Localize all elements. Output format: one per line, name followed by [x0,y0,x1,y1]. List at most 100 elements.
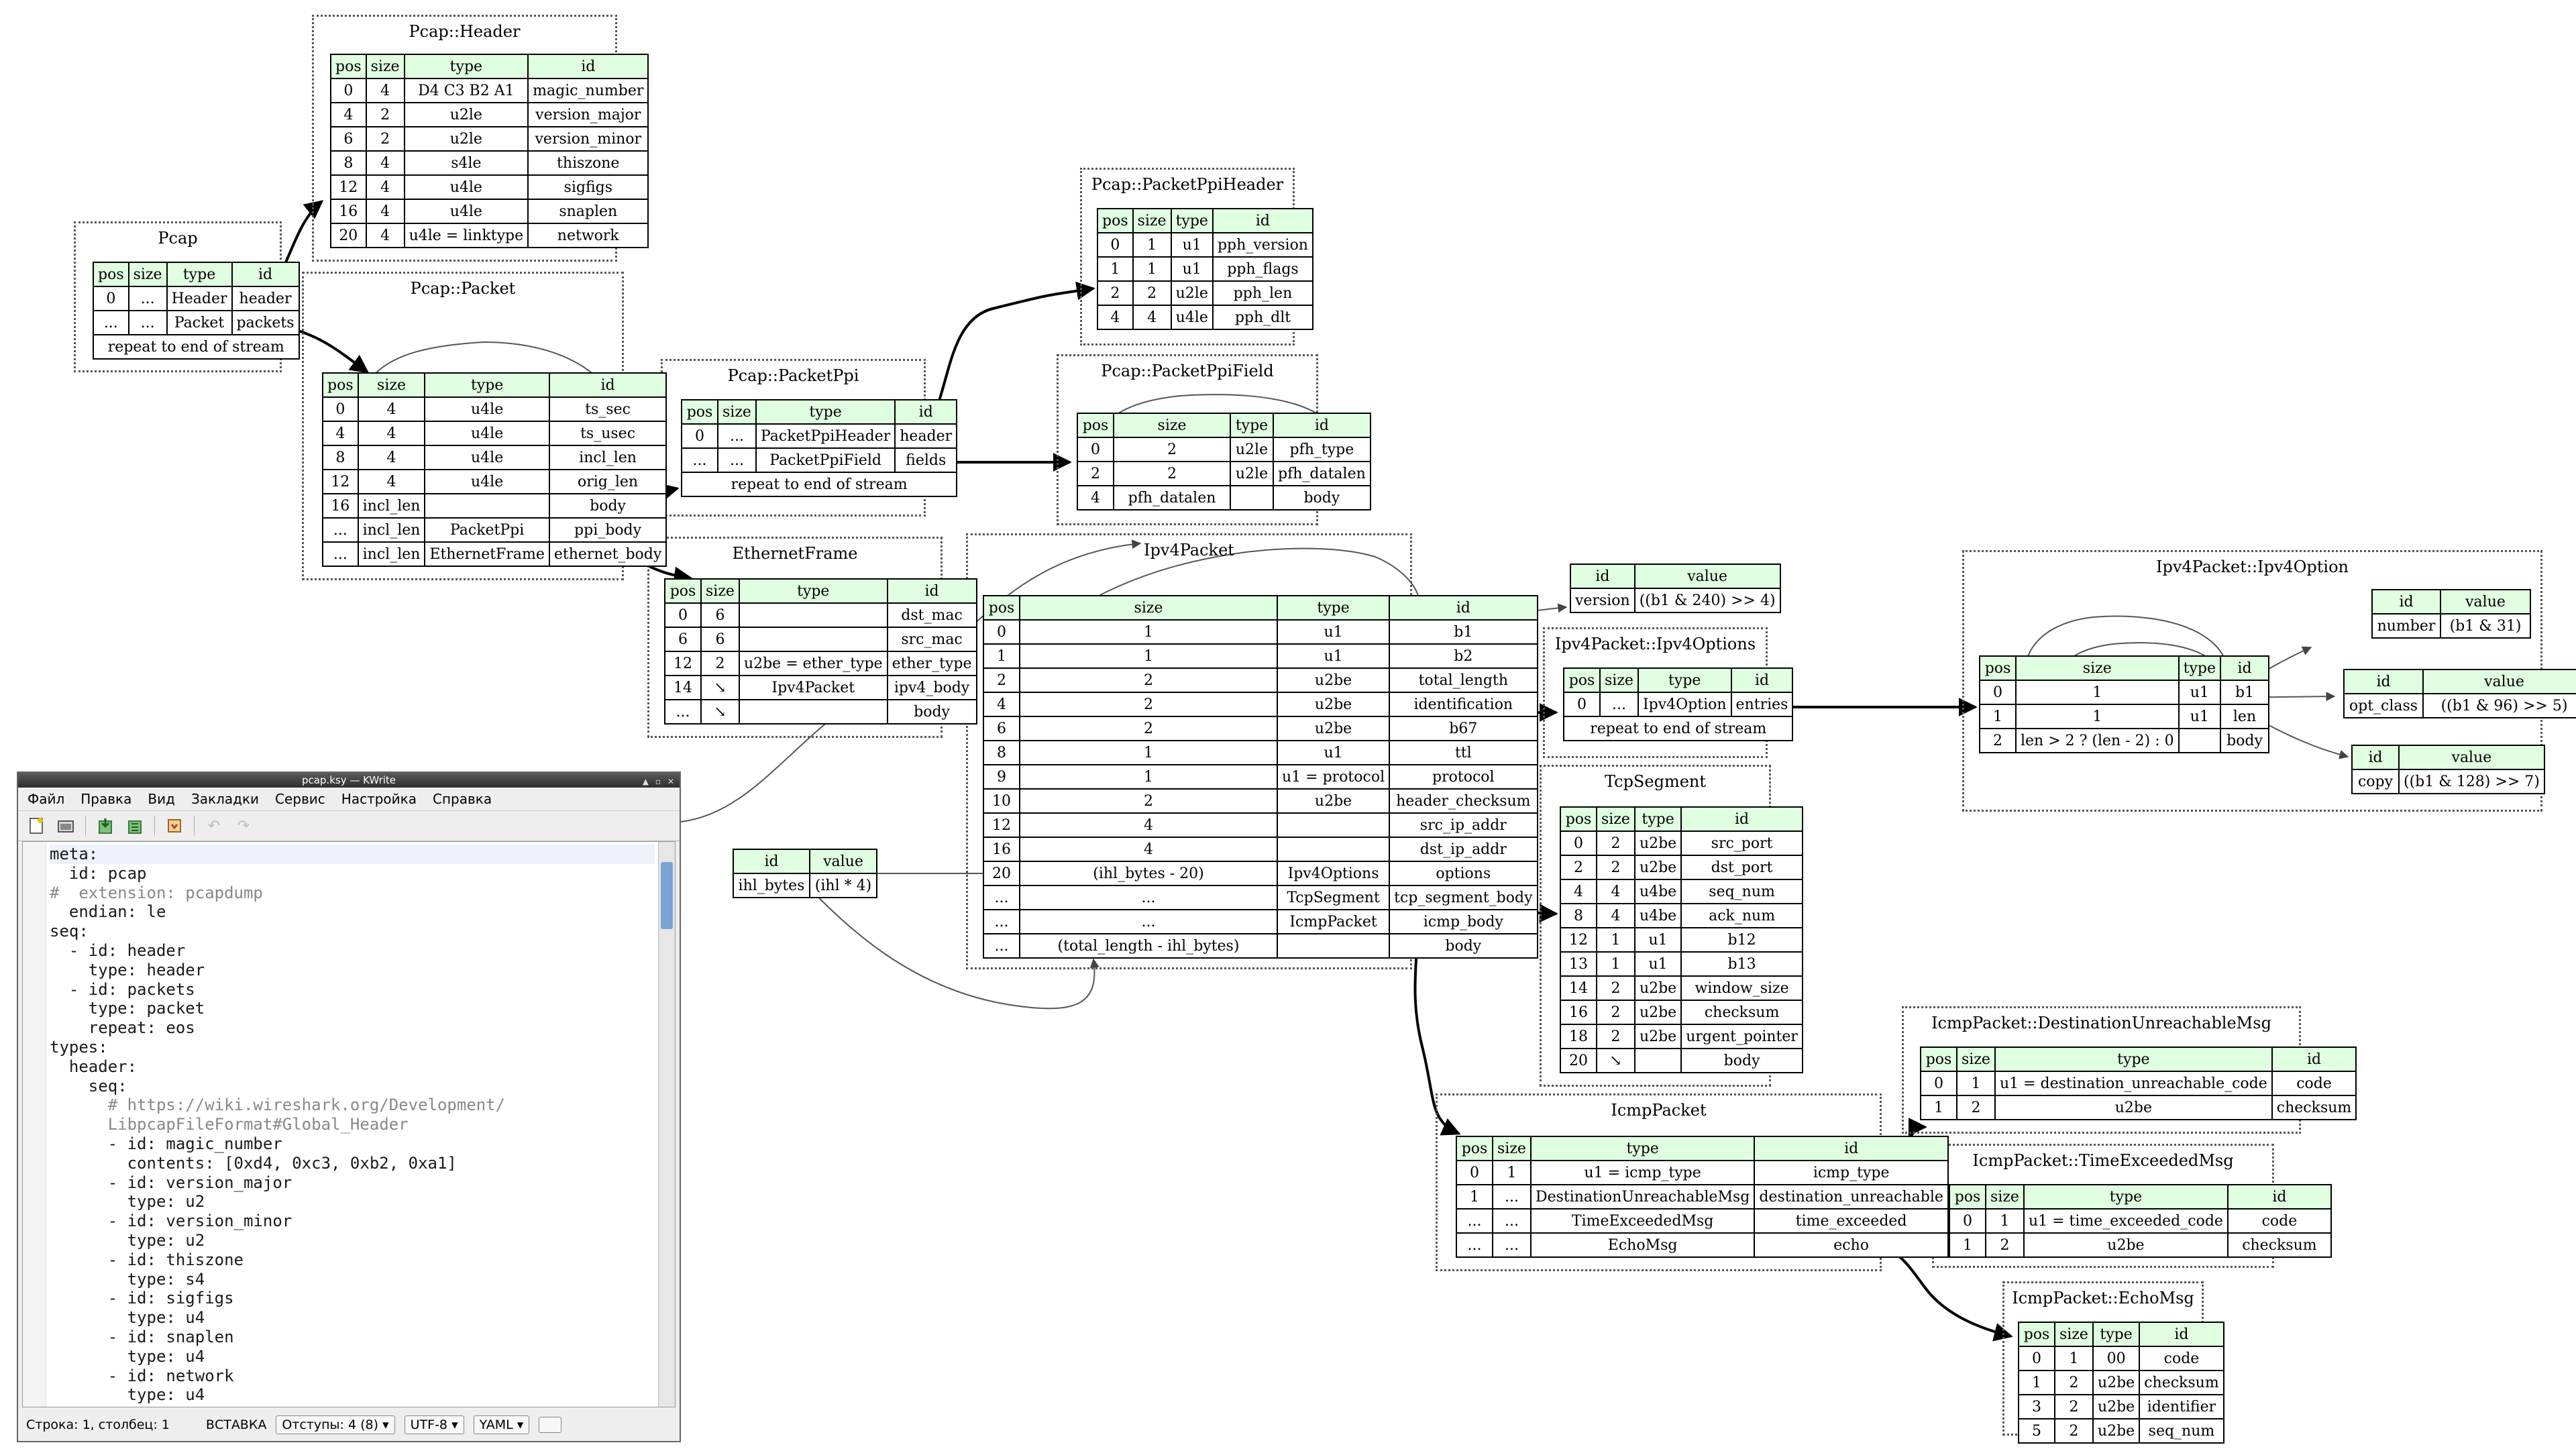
table-cell: ... [127,286,168,311]
menu-tools[interactable]: Сервис [275,791,325,807]
code-line: type: header [50,960,205,979]
table-cell: 4 [365,174,405,200]
insert-mode[interactable]: ВСТАВКА [205,1417,267,1432]
header-cell: id [1754,1136,1949,1161]
header-cell: size [127,262,168,287]
header-cell: size [1596,806,1635,832]
code-line: seq: [50,922,89,941]
table-cell: EthernetFrame [424,541,550,567]
header-cell: id [1680,806,1803,832]
header-cell: type [1170,208,1214,233]
table-cell: 2 [1956,1095,1996,1120]
table-cell: ... [983,909,1020,934]
yaml-source[interactable]: meta: id: pcap# extension: pcapdump endi… [50,845,655,1405]
indent-select[interactable]: Отступы: 4 (8) ▾ [276,1415,395,1434]
open-folder-icon[interactable] [56,816,76,836]
header-cell: pos [1097,208,1134,233]
download-icon[interactable] [95,816,115,836]
new-document-icon[interactable] [26,816,46,836]
mode-toggle-button[interactable] [539,1417,562,1433]
table-cell: ... [1456,1232,1493,1258]
table-cell: ((b1 & 128) >> 7) [2398,769,2545,794]
redo-icon[interactable]: ↷ [237,817,250,835]
close-document-icon[interactable] [164,816,184,836]
close-window-button[interactable]: ✕ [667,777,674,786]
menu-view[interactable]: Вид [148,791,175,807]
table-cell: 6 [664,627,702,652]
table-cell: protocol [1389,764,1538,790]
table-cell: entries [1730,692,1794,717]
table-cell: Ipv4Option [1637,692,1732,717]
code-line: - id: version_minor [50,1212,292,1231]
syntax-select[interactable]: YAML ▾ [473,1415,530,1434]
table-cell: 2 [1596,855,1635,880]
table-cell: TimeExceededMsg [1529,1208,1756,1234]
menu-help[interactable]: Справка [433,791,492,807]
table-cell: 4 [322,421,359,446]
table-cell: 2 [1985,1232,2025,1258]
window-titlebar[interactable]: pcap.ksy — KWrite ▲ ▫ ✕ [18,773,680,788]
table-cell [738,602,888,628]
menu-settings[interactable]: Настройка [341,791,417,807]
code-line: type: u2 [50,1230,205,1250]
table-cell: ... [717,423,757,449]
table-cell: s4le [403,150,529,176]
table-cell: 2 [1019,788,1278,814]
undo-icon[interactable]: ↶ [207,817,221,835]
table-cell: u1 [2178,680,2222,705]
table-cell: 1 [1492,1160,1532,1185]
scrollbar-thumb[interactable] [661,862,673,929]
table-cell: 2 [1132,280,1172,306]
table-cell: 6 [983,716,1020,741]
table-cell: u2le [1230,461,1274,486]
header-cell: type [1637,667,1732,693]
table-cell: options [1389,861,1538,886]
cluster-title: Pcap::Header [409,22,521,41]
table-cell: u2le [403,102,529,127]
cluster-title: IcmpPacket::EchoMsg [2012,1289,2194,1307]
header-cell: id [1212,208,1313,233]
cluster-title: Ipv4Packet [1144,541,1234,559]
table-cell: incl_len [357,541,426,567]
table-cell: checksum [1680,1000,1803,1025]
menu-edit[interactable]: Правка [80,791,132,807]
encoding-select[interactable]: UTF-8 ▾ [404,1415,464,1434]
header-cell: type [1276,595,1391,621]
vertical-scrollbar[interactable] [658,842,675,1407]
code-editor[interactable]: meta: id: pcap# extension: pcapdump endi… [22,841,676,1407]
table-cell: ... [664,699,702,724]
code-line: type: u4 [50,1346,205,1366]
minimize-button[interactable]: ▲ [642,777,649,786]
menu-bookmarks[interactable]: Закладки [191,791,260,807]
header-cell: size [1132,208,1172,233]
editor-gutter [23,842,46,1407]
table-cell: u1 [1276,643,1391,669]
table-cell: 2 [1596,975,1635,1001]
table-cell: 8 [983,740,1020,765]
upload-icon[interactable] [125,816,145,836]
table-cell: 2 [1019,692,1278,717]
header-cell: id [2226,1184,2332,1210]
code-line: type: u2 [50,1192,205,1212]
table-cell: header [894,423,958,449]
maximize-button[interactable]: ▫ [655,777,661,786]
code-line: endian: le [50,902,166,922]
table-cell: ipv4_body [886,675,977,700]
table-row: opt_class((b1 & 96) >> 5) [2343,693,2576,718]
header-cell: size [1985,1184,2025,1210]
menu-file[interactable]: Файл [28,791,65,807]
